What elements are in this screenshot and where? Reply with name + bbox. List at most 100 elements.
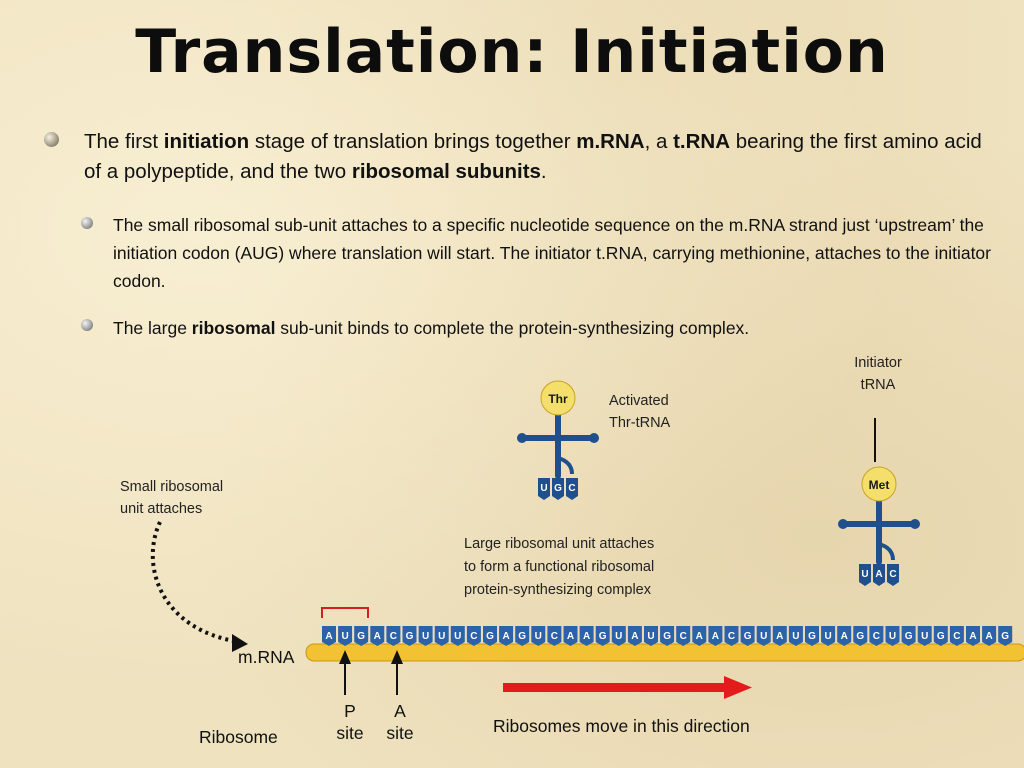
mrna-base-letter: U: [438, 631, 445, 642]
mrna-base-letter: G: [518, 631, 526, 642]
mrna-base: A: [708, 626, 723, 646]
mrna-base-letter: C: [953, 631, 960, 642]
mrna-base-letter: C: [728, 631, 735, 642]
mrna-base-letter: G: [357, 631, 365, 642]
mrna-base-letter: A: [985, 631, 992, 642]
mrna-base: C: [466, 626, 481, 646]
mrna-base: U: [434, 626, 449, 646]
mrna-base: C: [724, 626, 739, 646]
bullet-marker: [44, 132, 59, 147]
bold-term: ribosomal: [191, 318, 276, 338]
bold-term: initiation: [163, 130, 250, 153]
mrna-base: U: [644, 626, 658, 646]
mrna-base: U: [531, 626, 546, 646]
mrna-base: A: [370, 626, 385, 646]
mrna-base: C: [949, 626, 964, 646]
mrna-base-letter: A: [325, 631, 332, 642]
mrna-base-letter: A: [502, 631, 509, 642]
mrna-base: G: [901, 626, 916, 646]
mrna-base-letter: U: [792, 631, 799, 642]
mrna-base-letter: U: [647, 631, 654, 642]
mrna-base: G: [595, 626, 610, 646]
mrna-base-letter: G: [1001, 631, 1009, 642]
amino-acid-label: Thr: [548, 392, 568, 406]
mrna-base-letter: U: [824, 631, 831, 642]
mrna-base: U: [885, 626, 900, 646]
direction-arrow: [503, 676, 752, 699]
mrna-base: U: [821, 626, 836, 646]
mrna-base-letter: C: [390, 631, 397, 642]
p-site-arrow: [339, 650, 351, 695]
mrna-base-letter: G: [744, 631, 752, 642]
mrna-base-letter: U: [535, 631, 542, 642]
mrna-base-letter: U: [341, 631, 348, 642]
mrna-base-letter: A: [696, 631, 703, 642]
anticodon-letter: C: [889, 569, 896, 580]
mrna-base: U: [450, 626, 465, 646]
small-unit-dotted-arrow: [150, 521, 241, 644]
mrna-base-letter: A: [969, 631, 976, 642]
anticodon-letter: G: [554, 483, 562, 494]
mrna-label: m.RNA: [238, 647, 295, 667]
mrna-base: C: [386, 626, 401, 646]
mrna-base: G: [998, 626, 1013, 646]
mrna-base: A: [692, 626, 707, 646]
mrna-base-letter: G: [663, 631, 671, 642]
mrna-base-letter: A: [374, 631, 381, 642]
mrna-base-letter: A: [631, 631, 638, 642]
mrna-base: A: [563, 626, 578, 646]
mrna-base-letter: G: [808, 631, 816, 642]
mrna-base-letter: G: [406, 631, 414, 642]
initiator-trna-label: Initiator tRNA: [854, 355, 902, 393]
mrna-base: G: [483, 626, 497, 646]
sub-bullet-marker: [81, 217, 93, 229]
anticodon-letter: C: [568, 483, 575, 494]
mrna-base-letter: G: [937, 631, 945, 642]
a-site-label: A site: [386, 701, 414, 743]
mrna-base-letter: U: [760, 631, 767, 642]
mrna-base: G: [933, 626, 948, 646]
anticodon-letter: A: [875, 569, 882, 580]
anticodon-letter: U: [861, 569, 868, 580]
amino-acid-label: Met: [869, 478, 890, 492]
mrna-base-letter: U: [921, 631, 928, 642]
mrna-base: G: [740, 626, 755, 646]
mrna-base-letter: G: [905, 631, 913, 642]
mrna-base-letter: G: [856, 631, 864, 642]
mrna-base-letter: G: [486, 631, 494, 642]
mrna-base: U: [611, 626, 626, 646]
dotted-arrow-head: [232, 634, 248, 652]
direction-label: Ribosomes move in this direction: [493, 716, 750, 736]
a-site-arrow: [391, 650, 403, 695]
amino-acid-tag: [540, 380, 576, 416]
bullet-text-1: The first initiation stage of translatio…: [84, 127, 984, 187]
bold-term: ribosomal subunits: [351, 160, 541, 183]
mrna-base: A: [837, 626, 852, 646]
text-run: The large: [113, 318, 192, 338]
mrna-base: A: [966, 626, 980, 646]
mrna-base: G: [402, 626, 417, 646]
mrna-base: A: [772, 626, 787, 646]
mrna-base: G: [853, 626, 868, 646]
mrna-base: U: [917, 626, 932, 646]
mrna-base-letter: U: [422, 631, 429, 642]
mrna-base: U: [788, 626, 803, 646]
text-run: stage of translation brings together: [249, 130, 577, 153]
amino-acid-tag: [861, 466, 897, 502]
page-title: Translation: Initiation: [135, 17, 889, 87]
mrna-base-letter: A: [583, 631, 590, 642]
mrna-base: G: [515, 626, 530, 646]
mrna-base: A: [499, 626, 514, 646]
mrna-base: U: [338, 626, 353, 646]
mrna-base-letter: C: [680, 631, 687, 642]
text-run: .: [540, 160, 547, 183]
text-run: sub-unit binds to complete the protein-s…: [275, 318, 750, 338]
anticodon-letter: U: [540, 483, 547, 494]
mrna-base: A: [982, 626, 997, 646]
mrna-base: C: [547, 626, 562, 646]
codon-bracket: [321, 607, 369, 618]
mrna-base-letter: A: [776, 631, 783, 642]
mrna-base-letter: A: [712, 631, 719, 642]
